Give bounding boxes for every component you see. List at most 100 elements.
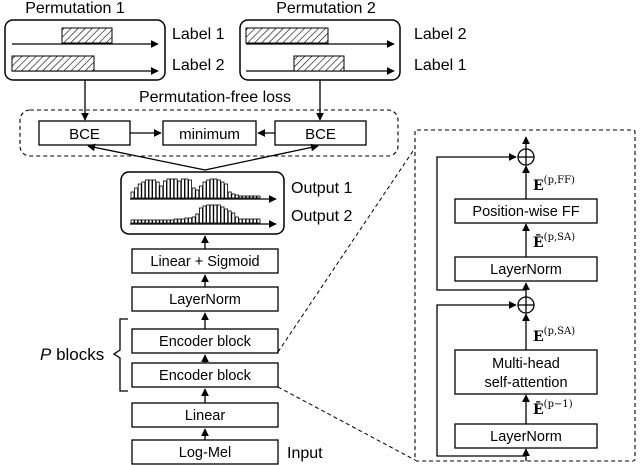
activity-bar (220, 181, 225, 199)
activity-bar (148, 219, 153, 224)
activity-bar (166, 178, 171, 199)
layernorm-box (131, 286, 279, 312)
activity-bar (188, 179, 193, 199)
permutation-1-box (4, 19, 166, 81)
activity-bar (162, 180, 167, 199)
bce-right-label: BCE (305, 126, 336, 143)
activity-bar (195, 213, 200, 224)
activity-bar (159, 185, 164, 199)
activity-bar (242, 218, 247, 224)
activity-bar (198, 185, 203, 199)
logmel-box (131, 439, 279, 465)
detail-layernorm-top (454, 256, 598, 282)
activity-bar (231, 212, 236, 224)
activity-bar (216, 204, 221, 224)
minimum-label: minimum (179, 126, 240, 143)
encoder-block-bottom-label: Encoder block (159, 368, 252, 384)
activity-bar (231, 193, 236, 199)
activity-bar (234, 216, 239, 224)
activity-bar (224, 208, 229, 224)
activity-bar (184, 178, 189, 199)
activity-bar (162, 219, 167, 224)
activity-bar (206, 204, 211, 224)
activity-bar (148, 179, 153, 199)
e-sa-bar-label: Ē(p,SA) (533, 232, 575, 251)
detail-layernorm-bottom-label: LayerNorm (490, 429, 562, 445)
activity-bar (134, 187, 139, 199)
activity-bar (213, 204, 218, 224)
minimum-box (162, 120, 257, 146)
activity-bar (213, 178, 218, 199)
activity-bar (216, 179, 221, 199)
activity-bar (141, 181, 146, 199)
detail-layernorm-top-label: LayerNorm (490, 262, 562, 278)
activity-bar (198, 207, 203, 224)
permutation-2-box (239, 19, 401, 81)
encoder-block-top-label: Encoder block (159, 334, 252, 350)
activity-bar (152, 219, 157, 224)
permutation-1-title: Permutation 1 (25, 0, 125, 17)
activity-bar (209, 204, 214, 224)
p-blocks-label: P blocks (40, 345, 104, 364)
loss-region (19, 109, 399, 157)
position-ff-label: Position-wise FF (472, 204, 579, 220)
activity-bar (191, 187, 196, 199)
perm2-label-top: Label 2 (414, 26, 467, 43)
output-1-bars (130, 178, 261, 199)
permutation-2-title: Permutation 2 (276, 0, 376, 17)
activity-bar (202, 181, 207, 199)
perm2-label-bottom: Label 1 (414, 57, 467, 74)
activity-bar (242, 195, 247, 199)
perm2-activity-label2 (245, 27, 329, 44)
activity-bar (252, 218, 257, 224)
activity-bar (173, 178, 178, 199)
output-box (120, 171, 285, 235)
activity-bar (206, 179, 211, 199)
encoder-detail-region (414, 129, 636, 462)
activity-bar (234, 194, 239, 199)
activity-bar (249, 195, 254, 199)
activity-bar (224, 183, 229, 199)
activity-bar (155, 219, 160, 224)
activity-bar (184, 217, 189, 224)
activity-bar (256, 218, 261, 224)
activity-bar (245, 195, 250, 199)
mha-line2: self-attention (484, 375, 567, 391)
activity-bar (141, 219, 146, 224)
loss-title: Permutation-free loss (139, 89, 291, 106)
e-ff-label: E(p,FF) (533, 175, 575, 194)
layernorm-label: LayerNorm (169, 292, 241, 308)
activity-bar (195, 189, 200, 199)
activity-bar (173, 218, 178, 224)
linear-sigmoid-label: Linear + Sigmoid (150, 254, 259, 270)
p-blocks-brace (112, 318, 128, 392)
detail-position-ff-box (454, 198, 598, 224)
activity-bar (177, 180, 182, 199)
activity-bar (252, 195, 257, 199)
activity-bar (238, 218, 243, 224)
e-sa-label: E(p,SA) (533, 326, 575, 345)
encoder-block-bottom (131, 362, 279, 388)
perm1-activity-label1 (61, 27, 113, 44)
output-2-bars (130, 204, 261, 224)
encoder-block-top (131, 328, 279, 354)
activity-bar (144, 179, 149, 199)
activity-bar (188, 217, 193, 224)
activity-bar (249, 218, 254, 224)
activity-bar (180, 178, 185, 199)
activity-bar (256, 195, 261, 199)
activity-bar (170, 219, 175, 224)
activity-bar (227, 210, 232, 224)
activity-bar (159, 219, 164, 224)
activity-bar (245, 218, 250, 224)
activity-bar (166, 219, 171, 224)
perm1-label-bottom: Label 2 (172, 57, 225, 74)
detail-layernorm-bottom (454, 423, 598, 449)
activity-bar (170, 178, 175, 199)
linear-label: Linear (185, 408, 225, 424)
activity-bar (134, 219, 139, 224)
activity-bar (220, 206, 225, 224)
bce-left-label: BCE (69, 126, 100, 143)
activity-bar (180, 218, 185, 224)
